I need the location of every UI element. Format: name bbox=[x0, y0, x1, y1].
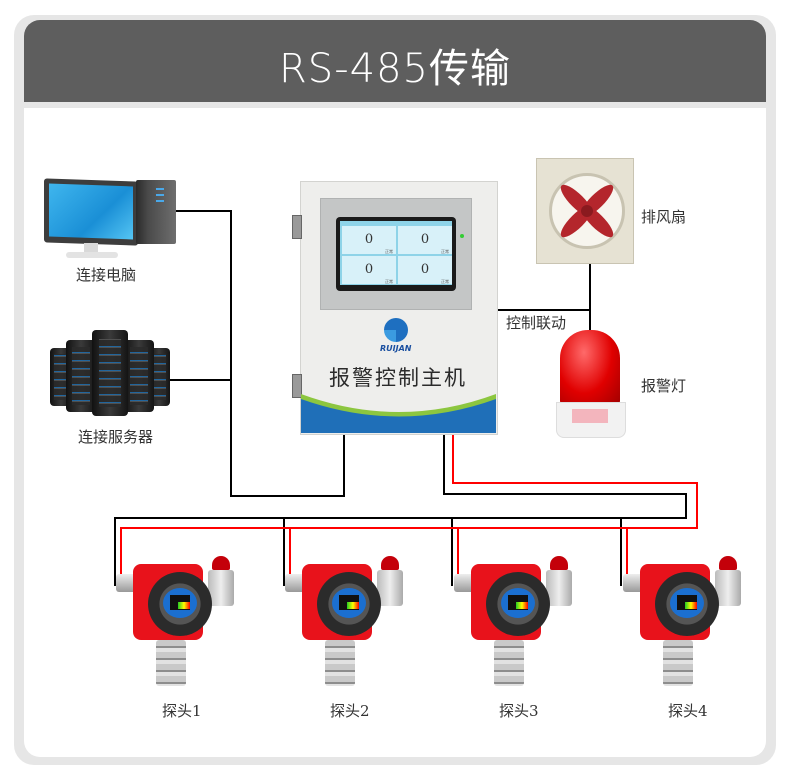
wire-pc bbox=[176, 210, 345, 497]
monitor-stand bbox=[84, 243, 98, 253]
page-title: RS-485传输 bbox=[279, 46, 511, 92]
controller-wave-decoration bbox=[301, 394, 496, 433]
detector-label-4: 探头4 bbox=[668, 702, 708, 720]
gas-detector-icon bbox=[277, 552, 407, 702]
fan-label: 排风扇 bbox=[641, 208, 687, 226]
server-label: 连接服务器 bbox=[78, 428, 154, 446]
gas-detector-icon bbox=[446, 552, 576, 702]
brand-logo-icon bbox=[384, 318, 408, 342]
wire-bus-black bbox=[114, 432, 687, 586]
monitor bbox=[44, 178, 138, 246]
brand-name: RUIJAN bbox=[380, 344, 412, 353]
power-led-icon bbox=[460, 234, 464, 238]
detector-label-1: 探头1 bbox=[162, 702, 202, 720]
monitor-base bbox=[66, 252, 118, 258]
hinge-icon bbox=[292, 374, 302, 398]
gas-detector-icon bbox=[108, 552, 238, 702]
wire-bus-red bbox=[120, 432, 698, 586]
pc-tower bbox=[136, 180, 176, 244]
gas-detector-icon bbox=[615, 552, 745, 702]
alarm-lamp-label: 报警灯 bbox=[641, 377, 687, 395]
pc-label: 连接电脑 bbox=[76, 266, 137, 284]
controller-title: 报警控制主机 bbox=[329, 366, 467, 390]
header-bar: RS-485传输 bbox=[24, 20, 766, 102]
detector-label-2: 探头2 bbox=[330, 702, 370, 720]
hinge-icon bbox=[292, 215, 302, 239]
detector-label-3: 探头3 bbox=[499, 702, 539, 720]
link-label: 控制联动 bbox=[506, 314, 567, 332]
header-divider bbox=[24, 102, 766, 108]
